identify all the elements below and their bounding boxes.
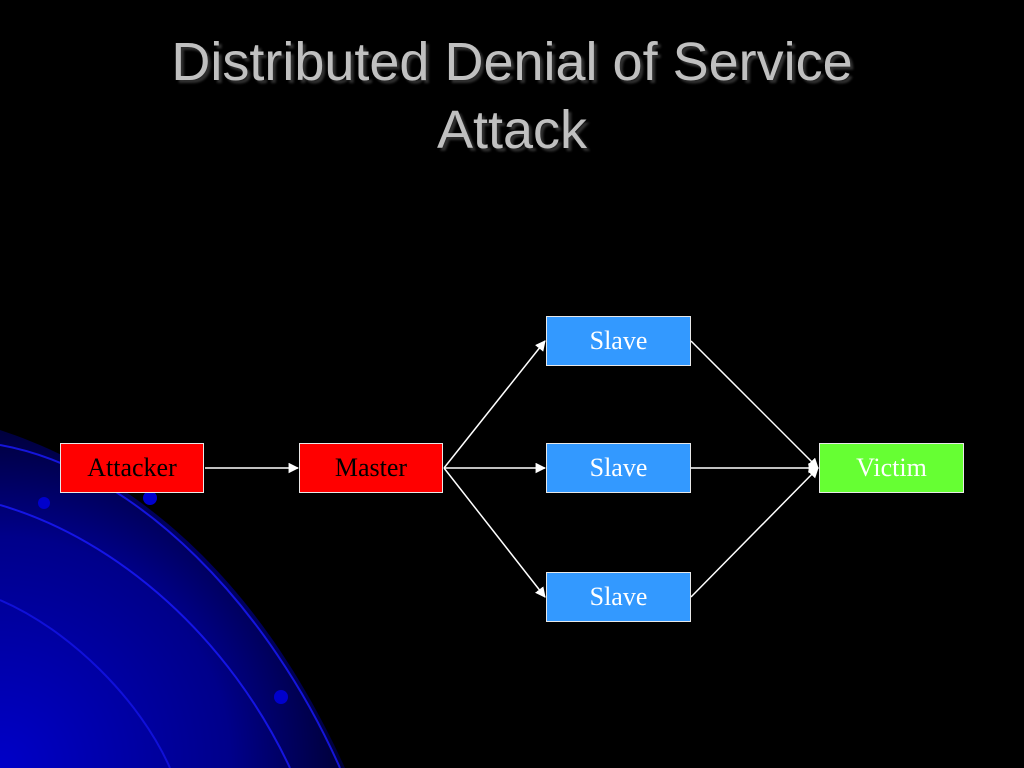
decor-arc-1: [0, 444, 341, 768]
node-master: Master: [299, 443, 443, 493]
decor-dot-2: [143, 491, 157, 505]
decor-arc-2: [0, 504, 291, 768]
slide-title: Distributed Denial of Service Attack: [0, 28, 1024, 164]
corner-glow: [0, 430, 345, 768]
edge-slave-bottom-victim: [690, 467, 819, 598]
node-slave-middle: Slave: [546, 443, 691, 493]
decor-dot-3: [274, 690, 288, 704]
decor-dot-1: [38, 497, 50, 509]
node-victim: Victim: [819, 443, 964, 493]
edge-slave-top-victim: [690, 340, 819, 469]
node-attacker: Attacker: [60, 443, 204, 493]
title-line-1: Distributed Denial of Service: [171, 32, 853, 92]
decor-arc-3: [0, 599, 171, 768]
edge-master-slave-bottom: [443, 467, 546, 598]
node-slave-bottom: Slave: [546, 572, 691, 622]
node-slave-top: Slave: [546, 316, 691, 366]
title-line-2: Attack: [436, 100, 588, 160]
edge-master-slave-top: [443, 340, 546, 469]
